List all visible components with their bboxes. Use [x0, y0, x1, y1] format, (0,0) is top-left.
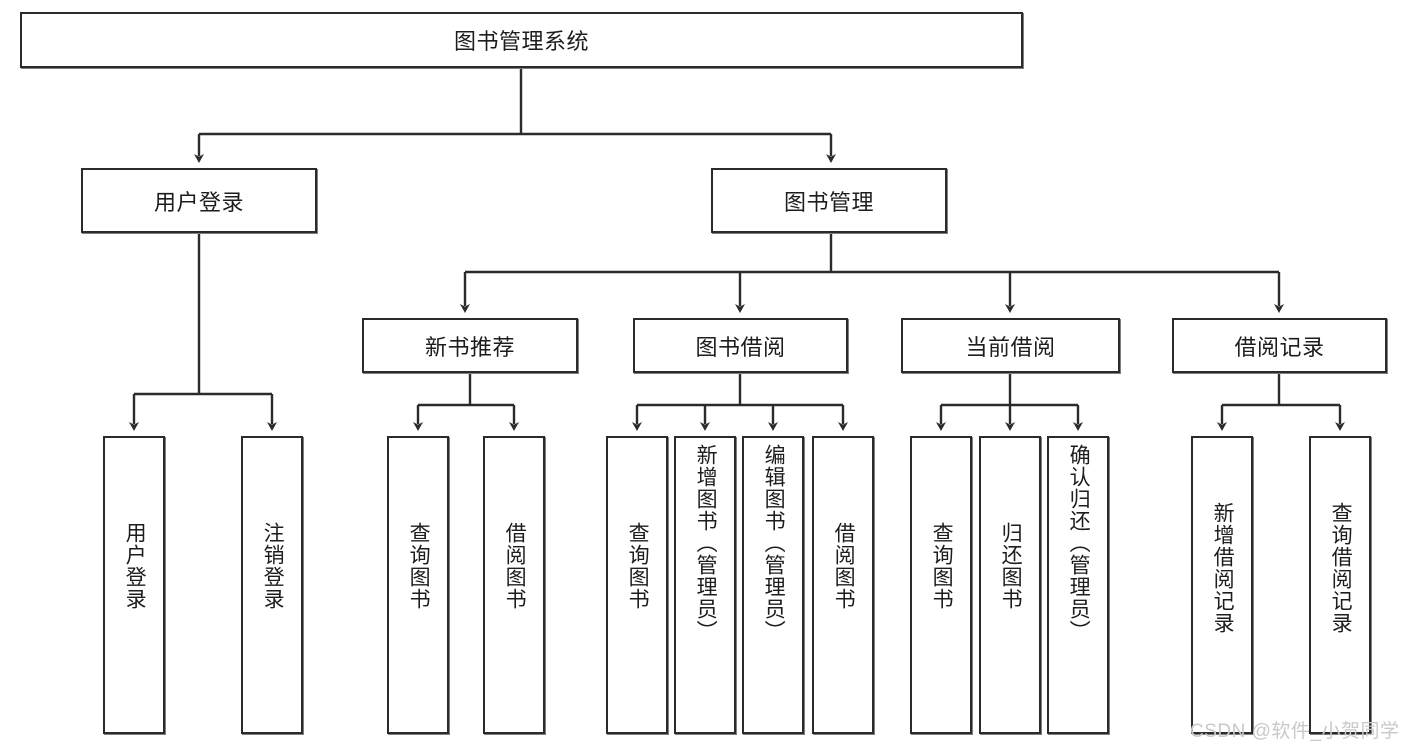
- leaf-new-book-borrow-books[interactable]: 借阅图书: [483, 436, 545, 734]
- node-user-login[interactable]: 用户登录: [81, 168, 317, 233]
- node-label: 新书推荐: [424, 334, 515, 360]
- leaf-user-login-login[interactable]: 用户登录: [103, 436, 165, 734]
- leaf-book-borrow-add-book-admin[interactable]: 新增图书（管理员）: [674, 436, 736, 734]
- node-label: 编辑图书（管理员）: [762, 444, 786, 642]
- node-book-management[interactable]: 图书管理: [711, 168, 947, 233]
- node-label: 借阅记录: [1234, 334, 1325, 360]
- node-label: 归还图书: [999, 522, 1023, 610]
- node-label: 确认归还（管理员）: [1067, 444, 1091, 642]
- node-book-borrow[interactable]: 图书借阅: [633, 318, 848, 373]
- node-label: 查询图书: [626, 522, 650, 610]
- node-label: 图书管理: [783, 189, 874, 215]
- node-label: 查询图书: [407, 522, 431, 610]
- node-current-borrow[interactable]: 当前借阅: [901, 318, 1120, 373]
- node-label: 查询图书: [930, 522, 954, 610]
- leaf-borrow-record-add-record[interactable]: 新增借阅记录: [1191, 436, 1253, 734]
- leaf-new-book-query-books[interactable]: 查询图书: [387, 436, 449, 734]
- node-label: 新增借阅记录: [1211, 502, 1235, 634]
- node-label: 借阅图书: [832, 522, 856, 610]
- leaf-book-borrow-query-books[interactable]: 查询图书: [606, 436, 668, 734]
- csdn-watermark: CSDN @软件_小贺同学: [1190, 721, 1400, 742]
- leaf-book-borrow-edit-book-admin[interactable]: 编辑图书（管理员）: [742, 436, 804, 734]
- node-root-book-management-system[interactable]: 图书管理系统: [20, 12, 1023, 68]
- node-label: 用户登录: [153, 189, 244, 215]
- node-new-book-recommend[interactable]: 新书推荐: [362, 318, 578, 373]
- leaf-user-login-logout[interactable]: 注销登录: [241, 436, 303, 734]
- node-label: 用户登录: [123, 522, 147, 610]
- node-label: 新增图书（管理员）: [694, 444, 718, 642]
- leaf-current-borrow-return-books[interactable]: 归还图书: [979, 436, 1041, 734]
- node-label: 借阅图书: [503, 522, 527, 610]
- node-label: 注销登录: [261, 522, 285, 610]
- leaf-current-borrow-confirm-return-admin[interactable]: 确认归还（管理员）: [1047, 436, 1109, 734]
- node-label: 图书借阅: [695, 334, 786, 360]
- node-label: 查询借阅记录: [1329, 502, 1353, 634]
- node-label: 图书管理系统: [453, 29, 589, 54]
- leaf-current-borrow-query-books[interactable]: 查询图书: [910, 436, 972, 734]
- leaf-book-borrow-borrow-books[interactable]: 借阅图书: [812, 436, 874, 734]
- leaf-borrow-record-query-record[interactable]: 查询借阅记录: [1309, 436, 1371, 734]
- node-label: 当前借阅: [965, 334, 1056, 360]
- node-borrow-record[interactable]: 借阅记录: [1172, 318, 1387, 373]
